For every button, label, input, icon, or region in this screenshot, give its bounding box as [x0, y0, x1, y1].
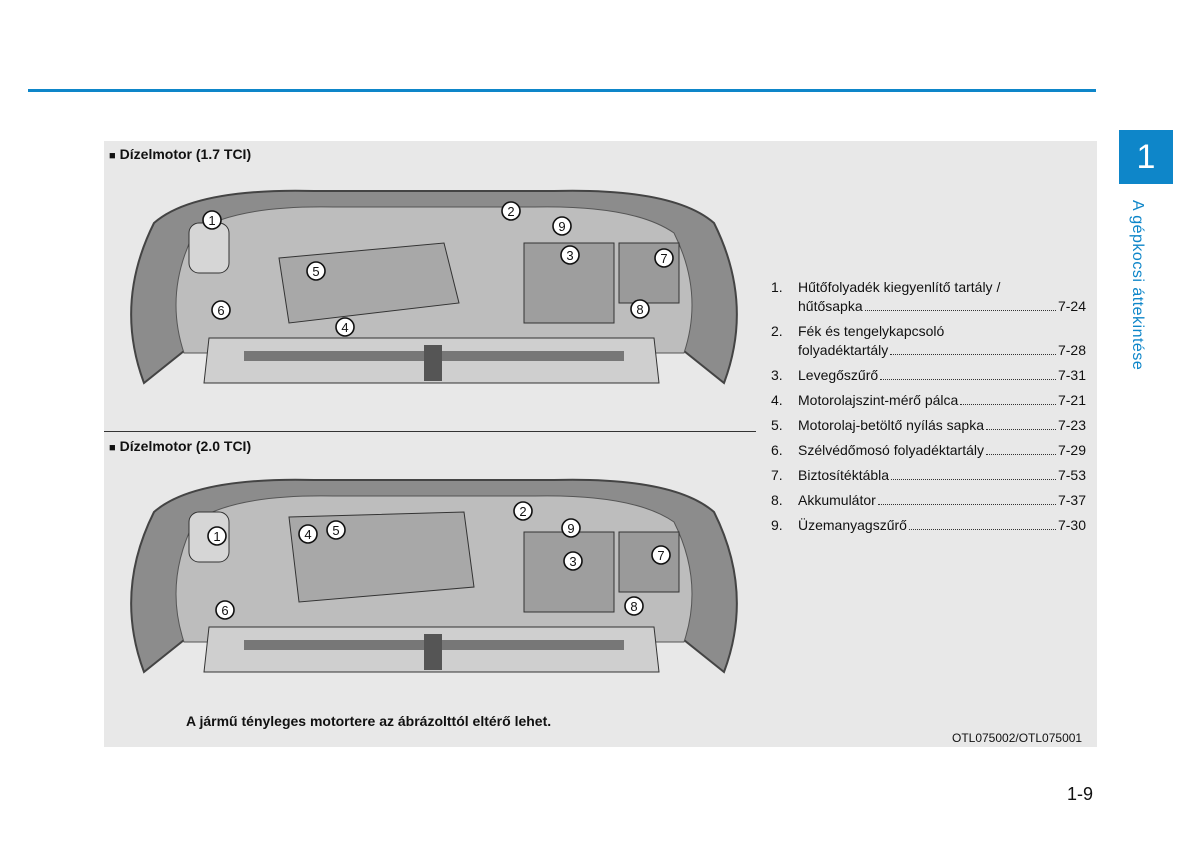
- figure-label-bottom: ■Dízelmotor (2.0 TCI): [109, 438, 252, 454]
- legend-item: 1. Hűtőfolyadék kiegyenlítő tartály / hű…: [771, 279, 1086, 314]
- svg-text:4: 4: [341, 320, 348, 335]
- engine-bay-illustration-1-7-tci: 1 2 3 4 5 6 7 8 9: [130, 189, 738, 385]
- svg-text:4: 4: [304, 527, 311, 542]
- engine-bay-illustration-2-0-tci: 1 2 3 4 5 6 7 8 9: [130, 478, 738, 674]
- svg-text:3: 3: [566, 248, 573, 263]
- figure-label-top: ■Dízelmotor (1.7 TCI): [109, 146, 252, 162]
- svg-text:1: 1: [208, 213, 215, 228]
- figure-code: OTL075002/OTL075001: [952, 731, 1083, 745]
- svg-text:5: 5: [332, 523, 339, 538]
- figure-note: A jármű tényleges motortere az ábrázoltt…: [186, 713, 552, 729]
- svg-text:5: 5: [312, 264, 319, 279]
- svg-text:9: 9: [567, 521, 574, 536]
- svg-text:7: 7: [657, 548, 664, 563]
- svg-text:2: 2: [507, 204, 514, 219]
- figure-divider: [104, 431, 756, 432]
- chapter-title: A gépkocsi áttekintése: [1129, 200, 1146, 371]
- svg-text:6: 6: [221, 603, 228, 618]
- svg-text:2: 2: [519, 504, 526, 519]
- svg-text:6: 6: [217, 303, 224, 318]
- legend-item: 2. Fék és tengelykapcsoló folyadéktartál…: [771, 323, 1086, 358]
- svg-text:7: 7: [660, 251, 667, 266]
- component-legend: 1. Hűtőfolyadék kiegyenlítő tartály / hű…: [771, 278, 1086, 541]
- svg-text:3: 3: [569, 554, 576, 569]
- page-number: 1-9: [1067, 784, 1094, 804]
- chapter-tab: 1: [1119, 130, 1173, 184]
- svg-text:9: 9: [558, 219, 565, 234]
- svg-text:8: 8: [630, 599, 637, 614]
- svg-text:8: 8: [636, 302, 643, 317]
- callouts-top: 1 2 3 4 5 6 7 8 9: [202, 201, 674, 337]
- svg-text:1: 1: [213, 529, 220, 544]
- header-rule: [28, 89, 1096, 92]
- callouts-bottom: 1 2 3 4 5 6 7 8 9: [207, 501, 671, 620]
